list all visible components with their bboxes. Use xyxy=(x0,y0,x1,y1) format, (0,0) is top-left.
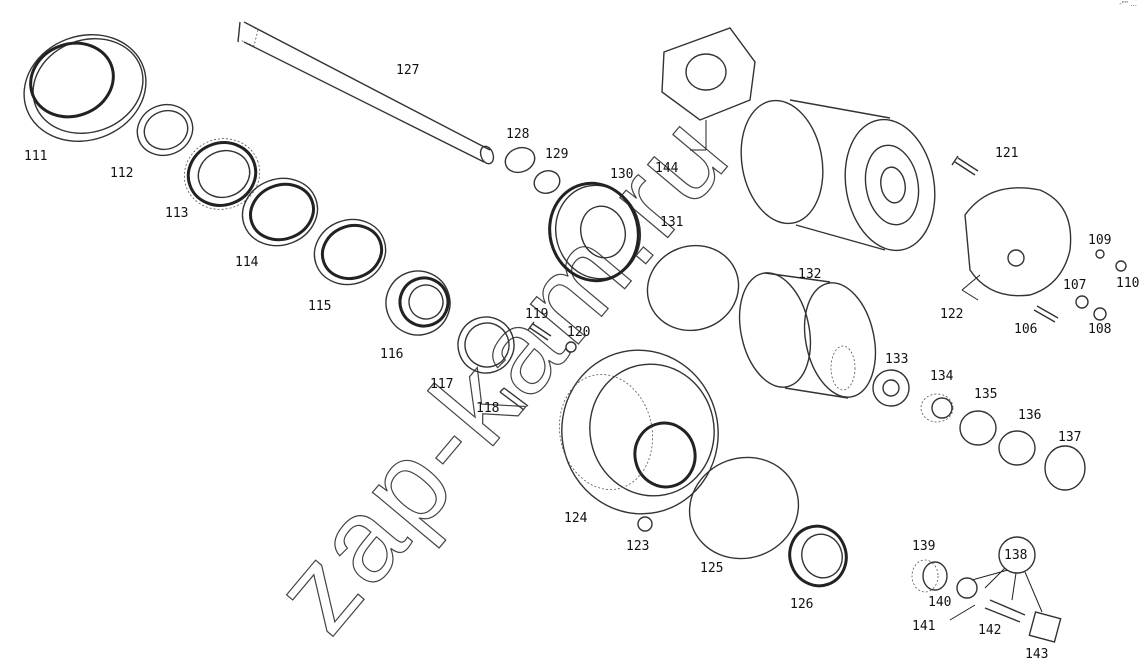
watermark: zap-kam.ru xyxy=(249,89,755,657)
label-122: 122 xyxy=(940,307,963,322)
part-141-leader xyxy=(949,604,976,621)
part-131-snap-ring xyxy=(646,244,740,332)
part-106-bolt xyxy=(1033,305,1059,323)
part-137-snap-ring xyxy=(1044,445,1086,491)
part-134-gear xyxy=(920,393,954,423)
part-110-plug xyxy=(1115,260,1127,272)
label-135: 135 xyxy=(974,387,997,402)
part-114-ring xyxy=(241,177,319,247)
part-115-ring xyxy=(313,218,387,286)
label-110: 110 xyxy=(1116,276,1139,291)
label-121: 121 xyxy=(995,146,1018,161)
label-108: 108 xyxy=(1088,322,1111,337)
label-120: 120 xyxy=(567,325,590,340)
label-112: 112 xyxy=(110,166,133,181)
label-117: 117 xyxy=(430,377,453,392)
label-131: 131 xyxy=(660,215,683,230)
label-129: 129 xyxy=(545,147,568,162)
corner-mark: -"" ... xyxy=(1119,0,1137,8)
part-113-serrated-seal xyxy=(183,138,261,210)
label-119: 119 xyxy=(525,307,548,322)
label-127: 127 xyxy=(396,63,419,78)
part-hub-drum xyxy=(740,99,936,252)
part-109-nut xyxy=(1095,249,1105,259)
part-108-plug xyxy=(1093,307,1107,321)
part-133-washer xyxy=(872,369,910,407)
label-111: 111 xyxy=(24,149,47,164)
part-112-ring xyxy=(136,103,194,157)
label-114: 114 xyxy=(235,255,259,270)
label-130: 130 xyxy=(610,167,633,182)
part-121-bolt xyxy=(951,155,979,176)
label-113: 113 xyxy=(165,206,188,221)
label-143: 143 xyxy=(1025,647,1048,662)
part-118-pin xyxy=(499,387,529,411)
part-144-spider xyxy=(661,27,756,151)
part-139-gear xyxy=(911,559,948,593)
part-126-bearing xyxy=(788,524,848,588)
label-116: 116 xyxy=(380,347,403,362)
part-124-hub xyxy=(559,349,719,515)
part-125-o-ring xyxy=(688,456,800,560)
label-142: 142 xyxy=(978,623,1001,638)
label-138: 138 xyxy=(1004,548,1027,563)
part-119-bolt xyxy=(527,321,552,341)
part-116-bearing xyxy=(385,270,451,336)
label-136: 136 xyxy=(1018,408,1041,423)
label-123: 123 xyxy=(626,539,649,554)
part-117-ring xyxy=(457,316,515,374)
part-142-pin xyxy=(984,599,1026,623)
label-141: 141 xyxy=(912,619,935,634)
label-118: 118 xyxy=(476,401,499,416)
part-129-snap-ring xyxy=(533,170,561,194)
label-109: 109 xyxy=(1088,233,1111,248)
label-144: 144 xyxy=(655,161,679,176)
label-125: 125 xyxy=(700,561,723,576)
part-127-axle-shaft xyxy=(237,21,495,165)
label-132: 132 xyxy=(798,267,821,282)
part-138-kit xyxy=(971,536,1043,613)
part-135-ring xyxy=(959,410,997,446)
part-111-seal-cover xyxy=(23,34,147,142)
label-137: 137 xyxy=(1058,430,1081,445)
label-124: 124 xyxy=(564,511,588,526)
part-132-ring-gear xyxy=(738,272,877,399)
label-126: 126 xyxy=(790,597,813,612)
part-136-ring xyxy=(998,430,1036,466)
part-128-snap-ring xyxy=(504,146,536,174)
part-130-carrier xyxy=(548,181,642,283)
label-133: 133 xyxy=(885,352,908,367)
label-106: 106 xyxy=(1014,322,1037,337)
label-139: 139 xyxy=(912,539,935,554)
part-120-nut xyxy=(565,341,577,353)
part-140-washer xyxy=(956,577,978,599)
part-107-nut xyxy=(1075,295,1089,309)
label-115: 115 xyxy=(308,299,331,314)
label-107: 107 xyxy=(1063,278,1086,293)
label-134: 134 xyxy=(930,369,954,384)
label-128: 128 xyxy=(506,127,529,142)
part-143-plate xyxy=(1028,611,1062,643)
label-140: 140 xyxy=(928,595,951,610)
part-123-plug xyxy=(637,516,653,532)
part-122-plate xyxy=(961,187,1072,301)
